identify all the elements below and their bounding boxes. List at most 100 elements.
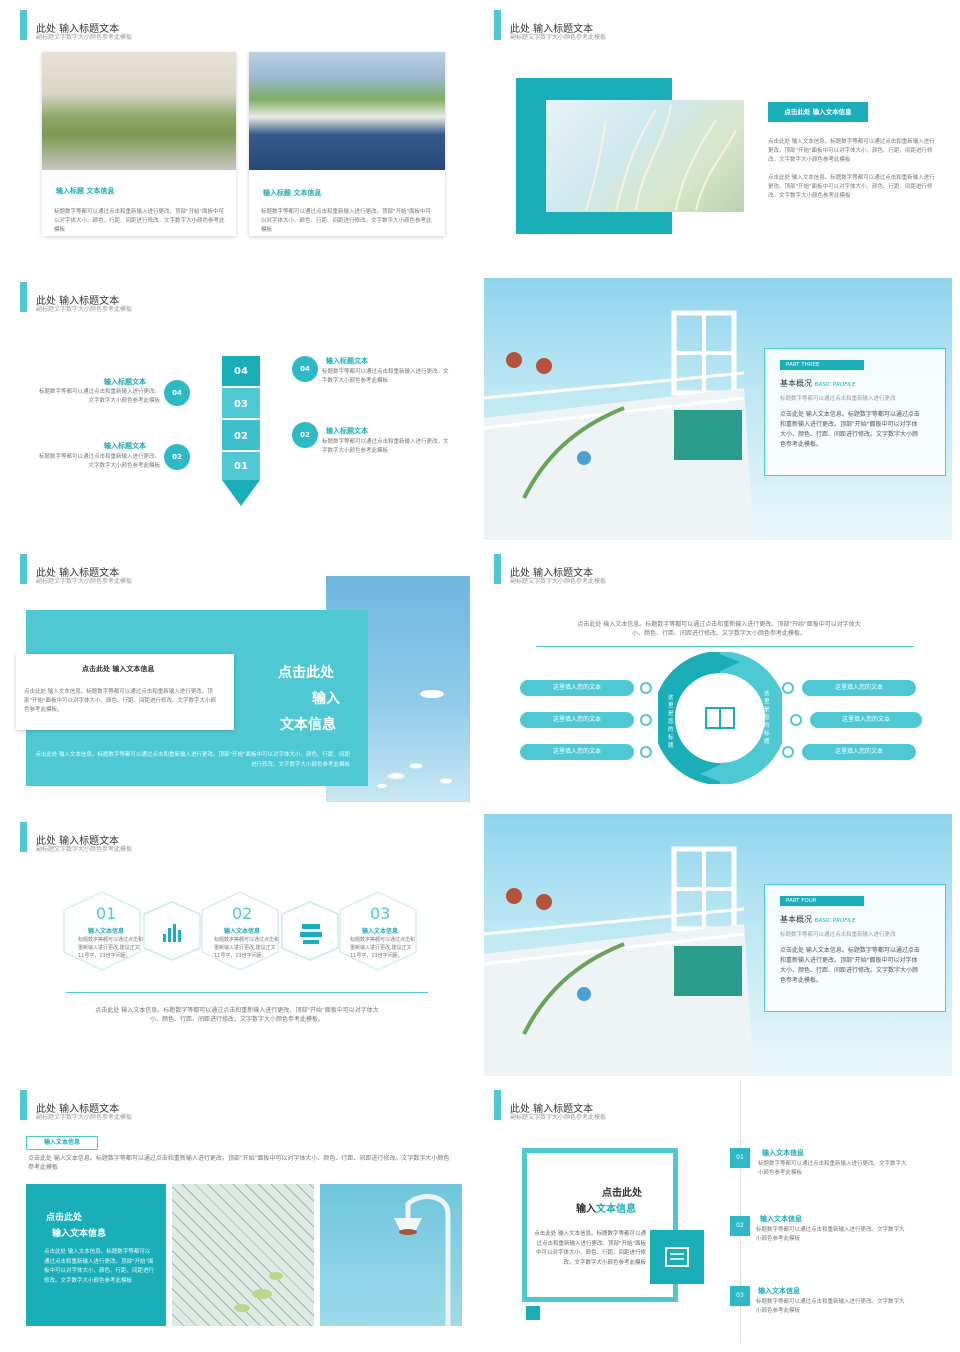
- left-item-1-body: 标题数字等都可以通过点击和重新输入进行更改。文字数字大小颜色参考此模板: [38, 389, 160, 404]
- item-2-num: 02: [730, 1216, 750, 1236]
- slide-8: PART FOUR 基本概况 BASIC PROFILE 标题数字等都可以通过点…: [484, 814, 952, 1076]
- big-line-2: 输入文本信息: [576, 1200, 636, 1215]
- header-bar: [20, 554, 27, 584]
- header-bar: [20, 282, 27, 312]
- header-bar: [494, 554, 501, 584]
- pill-right-3: 这里填入您的文本: [802, 744, 916, 760]
- item-3-title: 输入文本信息: [758, 1286, 800, 1295]
- slide-subtitle: 副标题文字数字大小颜色参考此模板: [510, 578, 607, 585]
- grass-photo: [546, 100, 744, 212]
- slide-2: 此处 输入标题文本 副标题文字数字大小颜色参考此模板 点击此处 输入文本信息 点…: [484, 0, 954, 262]
- hex-1-body: 标题数字等都可以通过点击和重新输入进行更改,建议正文11号字，13倍字间距。: [78, 937, 144, 959]
- pill-right-1: 这里填入您的文本: [802, 680, 916, 696]
- dot-right-3: [782, 746, 794, 758]
- hex-2-body: 标题数字等都可以通过点击和重新输入进行更改,建议正文11号字，13倍字间距。: [214, 937, 280, 959]
- subline: 标题数字等都可以通过点击和重新输入进行更改: [780, 932, 896, 938]
- slide-title: 此处 输入标题文本: [36, 568, 120, 579]
- pill-left-3: 这里填入您的文本: [520, 744, 634, 760]
- item-3-body: 标题数字等都可以通过点击和重新输入进行更改。文字数字大小颜色参考此模板: [756, 1299, 905, 1314]
- slide-title: 此处 输入标题文本: [36, 1104, 120, 1115]
- pill-right-2: 这里填入您的文本: [810, 712, 922, 728]
- body-text: 点击此处 输入文本信息。标题数字等都可以通过点击和重新输入进行更改。顶部"开始"…: [780, 411, 920, 448]
- card-2-photo: [249, 52, 445, 170]
- heading: 基本概况 BASIC PROFILE: [780, 914, 856, 925]
- slide-title: 此处 输入标题文本: [510, 1104, 594, 1115]
- badge: 点击此处 输入文本信息: [768, 102, 868, 122]
- frame-body: 点击此处 输入文本信息。标题数字等都可以通过点击和重新输入进行更改。顶部"开始"…: [534, 1231, 646, 1266]
- card-body: 点击此处 输入文本信息。标题数字等都可以通过点击和重新输入进行更改。顶部"开始"…: [24, 689, 217, 713]
- item-1-title: 输入文本信息: [762, 1148, 804, 1157]
- para-2: 点击此处 输入文本信息。标题数字等都可以通过点击和重新输入进行更改。顶部"开始"…: [768, 175, 935, 199]
- card-1: 输入标题 文本信息 标题数字等都可以通过点击和重新输入进行更改。顶部"开始"面板…: [42, 52, 236, 236]
- card-title: 点击此处 输入文本信息: [82, 664, 155, 673]
- item-3-num: 03: [730, 1286, 750, 1306]
- item-2-title: 输入文本信息: [760, 1214, 802, 1223]
- slide-subtitle: 副标题文字数字大小颜色参考此模板: [510, 34, 607, 41]
- slide-subtitle: 副标题文字数字大小颜色参考此模板: [36, 34, 133, 41]
- slide-5: 此处 输入标题文本 副标题文字数字大小颜色参考此模板 点击此处 输入文本信息 点…: [0, 544, 470, 806]
- part-label: PART THREE: [780, 360, 864, 370]
- heading-en: BASIC PROFILE: [814, 918, 856, 924]
- divider: [66, 992, 428, 993]
- dot-right-1: [782, 682, 794, 694]
- hexagon-row: [63, 891, 417, 971]
- box-title-2: 输入文本信息: [52, 1229, 107, 1239]
- tag: 输入文本信息: [26, 1136, 98, 1150]
- slide-subtitle: 副标题文字数字大小颜色参考此模板: [510, 1114, 607, 1121]
- heading-en: BASIC PROFILE: [814, 382, 856, 388]
- hex-1-title: 输入文本信息: [88, 928, 125, 935]
- box-title-1: 点击此处: [46, 1213, 83, 1223]
- heading: 基本概况 BASIC PROFILE: [780, 378, 856, 389]
- right-item-2-num: 02: [292, 422, 318, 448]
- fence-photo: [172, 1184, 314, 1326]
- bottom-text: 点击此处 输入文本信息。标题数字等都可以通过点击和重新输入进行更改。顶部"开始"…: [35, 752, 350, 768]
- step-01: 01: [234, 461, 248, 472]
- box-body: 点击此处 输入文本信息。标题数字等都可以通过点击和重新输入进行更改。顶部"开始"…: [44, 1249, 155, 1284]
- slide-subtitle: 副标题文字数字大小颜色参考此模板: [36, 846, 133, 853]
- heading-cn: 基本概况: [780, 379, 812, 388]
- big-line-3: 文本信息: [280, 717, 336, 733]
- hex-1-num: 01: [96, 904, 117, 923]
- left-item-2-num: 02: [164, 444, 190, 470]
- left-item-2-title: 输入标题文本: [104, 442, 146, 450]
- slide-subtitle: 副标题文字数字大小颜色参考此模板: [36, 578, 133, 585]
- left-item-1-num: 04: [164, 380, 190, 406]
- step-02: 02: [234, 431, 248, 442]
- intro-text: 点击此处 输入文本信息。标题数字等都可以通过点击和重新输入进行更改。顶部"开始"…: [577, 621, 861, 637]
- big-line-2b: 文本信息: [596, 1204, 636, 1215]
- intro-text: 点击此处 输入文本信息。标题数字等都可以通过点击和重新输入进行更改。顶部"开始"…: [28, 1155, 450, 1171]
- item-1-num: 01: [730, 1148, 750, 1168]
- hex-3-num: 03: [370, 904, 391, 923]
- stair-photo: [484, 310, 754, 540]
- slide-title: 此处 输入标题文本: [510, 24, 594, 35]
- white-card: [16, 654, 234, 730]
- header-bar: [494, 1090, 501, 1120]
- lamp-shape: [394, 1194, 451, 1326]
- dot-left-3: [640, 746, 652, 758]
- item-2-body: 标题数字等都可以通过点击和重新输入进行更改。文字数字大小颜色参考此模板: [756, 1227, 905, 1242]
- card-1-title: 输入标题 文本信息: [56, 186, 115, 195]
- slide-4: PART THREE 基本概况 BASIC PROFILE 标题数字等都可以通过…: [484, 278, 952, 540]
- doc-tile: [650, 1230, 704, 1284]
- big-line-2a: 输入: [576, 1204, 596, 1215]
- slide-title: 此处 输入标题文本: [36, 24, 120, 35]
- hex-3-body: 标题数字等都可以通过点击和重新输入进行更改,建议正文11号字，13倍字间距。: [350, 937, 416, 959]
- pencil-steps: [222, 356, 260, 506]
- right-item-2-body: 标题数字等都可以通过点击和重新输入进行更改。文字数字大小颜色参考此模板: [322, 439, 449, 454]
- part-label: PART FOUR: [780, 896, 864, 906]
- header-bar: [20, 822, 27, 852]
- slide-10: 此处 输入标题文本 副标题文字数字大小颜色参考此模板 点击此处 输入文本信息 点…: [484, 1080, 954, 1342]
- slide-3: 此处 输入标题文本 副标题文字数字大小颜色参考此模板 04 03 02 01 输…: [0, 272, 470, 534]
- card-1-body: 标题数字等都可以通过点击和重新输入进行更改。顶部"开始"面板中可以对字体大小、颜…: [54, 209, 225, 233]
- card-2-body: 标题数字等都可以通过点击和重新输入进行更改。顶部"开始"面板中可以对字体大小、颜…: [261, 209, 432, 233]
- birds: [377, 690, 452, 788]
- cycle-ring: [658, 652, 782, 784]
- card-2: 输入标题 文本信息 标题数字等都可以通过点击和重新输入进行更改。顶部"开始"面板…: [249, 52, 445, 236]
- fence-leaves: [234, 1272, 283, 1312]
- header-bar: [20, 1090, 27, 1120]
- big-line-1: 点击此处: [602, 1188, 642, 1199]
- arc-label-right: 这里是您的标题: [764, 691, 770, 745]
- dot-left-2: [640, 714, 652, 726]
- step-04: 04: [234, 366, 248, 377]
- slide-subtitle: 副标题文字数字大小颜色参考此模板: [36, 1114, 133, 1121]
